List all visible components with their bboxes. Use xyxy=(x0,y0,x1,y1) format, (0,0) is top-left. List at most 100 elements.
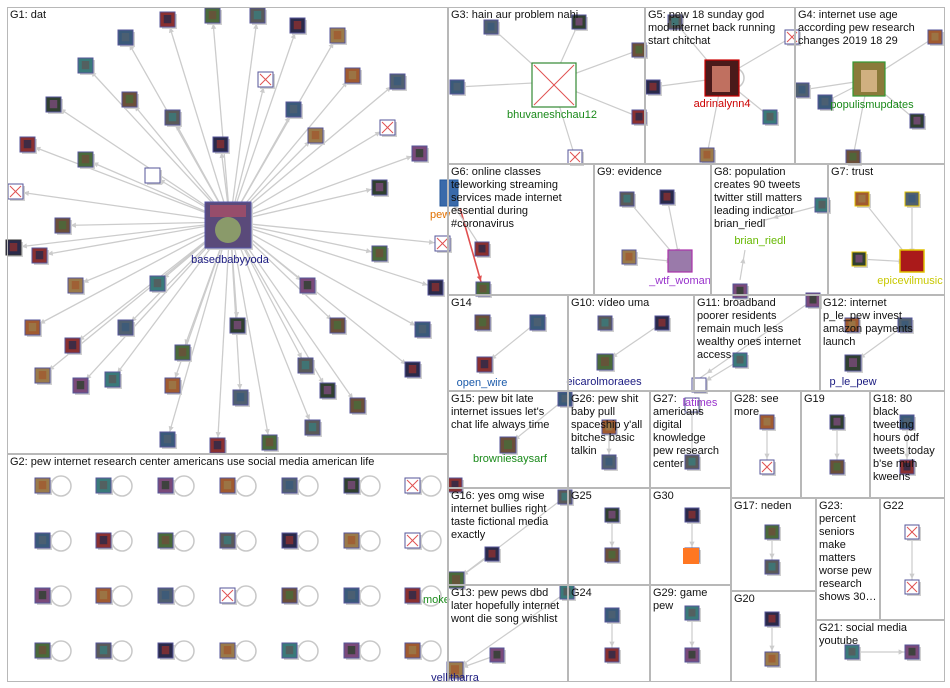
edge xyxy=(229,221,436,289)
vertex-label-open-wire: open_wire xyxy=(457,377,508,389)
group-box-g25: G25 xyxy=(568,488,650,585)
group-label-g5: G5: pew 18 sunday god mod internet back … xyxy=(648,9,776,47)
edge-arrow xyxy=(909,573,915,579)
group-box-g26: G26: pew shit baby pull spaceship y'all … xyxy=(568,391,650,488)
vertex-label-latimes: latimes xyxy=(683,397,718,409)
vertex-node xyxy=(307,127,325,145)
vertex-label-basedbabyyoda: basedbabyyoda xyxy=(191,254,270,266)
edge xyxy=(229,79,267,223)
group-box-g7: G7: trust xyxy=(828,164,945,295)
group-box-g1: G1: dat xyxy=(7,7,448,454)
vertex-node xyxy=(904,191,921,208)
vertex-node xyxy=(19,136,37,154)
vertex-node xyxy=(604,547,621,564)
vertex-node xyxy=(484,546,501,563)
vertex-node xyxy=(499,436,518,455)
edge xyxy=(211,15,231,223)
vertex-node xyxy=(604,607,621,624)
vertex-node xyxy=(474,314,492,332)
vertex-node xyxy=(732,352,749,369)
vertex-node xyxy=(232,389,250,407)
vertex-node xyxy=(34,477,52,495)
group-label-g16: G16: yes omg wise internet bullies right… xyxy=(451,490,549,541)
vertex-node xyxy=(212,136,230,154)
edge-arrow xyxy=(264,428,270,435)
group-box-g2: G2: pew internet research center america… xyxy=(7,454,448,682)
vertex-node xyxy=(899,414,916,431)
group-label-g6: G6: online classes teleworking streaming… xyxy=(451,166,562,230)
edge xyxy=(166,221,231,440)
group-box-g15: G15: pew bit late internet issues let's … xyxy=(448,391,568,488)
edge xyxy=(229,81,398,223)
vertex-node xyxy=(159,431,177,449)
vertex-node xyxy=(121,91,139,109)
group-label-g24: G24 xyxy=(571,587,592,599)
group-label-g2: G2: pew internet research center america… xyxy=(10,456,375,468)
vertex-node xyxy=(645,79,662,96)
vertex-label-browniesaysarf: browniesaysarf xyxy=(473,453,548,465)
vertex-node xyxy=(149,275,167,293)
vertex-label-brian-riedl: brian_riedl xyxy=(734,235,785,247)
group-box-g5: G5: pew 18 sunday god mod internet back … xyxy=(645,7,795,164)
vertex-node xyxy=(95,532,113,550)
edge-arrow xyxy=(769,645,775,651)
vertex-node xyxy=(904,579,921,596)
edge-arrow xyxy=(237,383,243,390)
vertex-node xyxy=(229,317,247,335)
vertex-node xyxy=(219,477,237,495)
vertex-node xyxy=(379,119,397,137)
group-box-g23: G23: percent seniors make matters worse … xyxy=(816,498,880,620)
group-label-g26: G26: pew shit baby pull spaceship y'all … xyxy=(571,393,643,457)
edge-arrow xyxy=(374,131,381,137)
vertex-node xyxy=(567,149,584,166)
vertex-node xyxy=(209,437,227,455)
group-label-g15: G15: pew bit late internet issues let's … xyxy=(451,393,550,431)
vertex-node xyxy=(31,247,49,265)
group-label-g13: G13: pew pews dbd later hopefully intern… xyxy=(451,587,560,625)
vertex-node xyxy=(684,647,701,664)
vertex-node xyxy=(909,113,926,130)
vertex-node xyxy=(601,419,618,436)
vertex-node xyxy=(529,314,547,332)
group-box-g8: G8: population creates 90 tweets twitter… xyxy=(711,164,828,295)
vertex-node xyxy=(927,29,944,46)
vertex-label-pew: pew xyxy=(430,209,450,221)
vertex-node-basedbabyyoda xyxy=(204,201,252,249)
vertex-node xyxy=(684,507,701,524)
vertex-node xyxy=(349,397,367,415)
group-label-g19: G19 xyxy=(804,393,825,405)
group-label-g21: G21: social media youtube xyxy=(819,622,908,647)
vertex-node xyxy=(95,642,113,660)
vertex-node xyxy=(95,587,113,605)
group-box-g19: G19 xyxy=(801,391,870,498)
group-box-g17: G17: neden xyxy=(731,498,816,591)
vertex-node xyxy=(67,277,85,295)
vertex-node xyxy=(281,532,299,550)
vertex-node xyxy=(684,454,701,471)
vertex-node xyxy=(117,29,135,47)
group-label-g28: G28: see more xyxy=(734,393,779,418)
edge-arrow xyxy=(168,425,174,432)
vertex-node xyxy=(304,419,322,437)
group-box-g22: G22 xyxy=(880,498,945,620)
edge xyxy=(229,221,242,398)
edge-arrow xyxy=(428,239,435,245)
group-label-g8: G8: population creates 90 tweets twitter… xyxy=(714,166,803,230)
group-box-g13: G13: pew pews dbd later hopefully intern… xyxy=(448,585,568,682)
vertex-node xyxy=(344,67,362,85)
vertex-node xyxy=(219,642,237,660)
vertex-label-epicevilmusic: epicevilmusic xyxy=(877,275,943,287)
edge xyxy=(32,221,231,329)
vertex-node xyxy=(759,459,776,476)
nodes-layer xyxy=(5,7,944,680)
edge-arrow xyxy=(409,320,416,326)
edge-arrow xyxy=(174,371,180,378)
edge xyxy=(229,25,299,223)
vertex-node xyxy=(597,315,614,332)
vertex-node xyxy=(34,587,52,605)
edge xyxy=(53,103,231,223)
group-box-g28: G28: see more xyxy=(731,391,801,498)
vertex-node xyxy=(281,642,299,660)
